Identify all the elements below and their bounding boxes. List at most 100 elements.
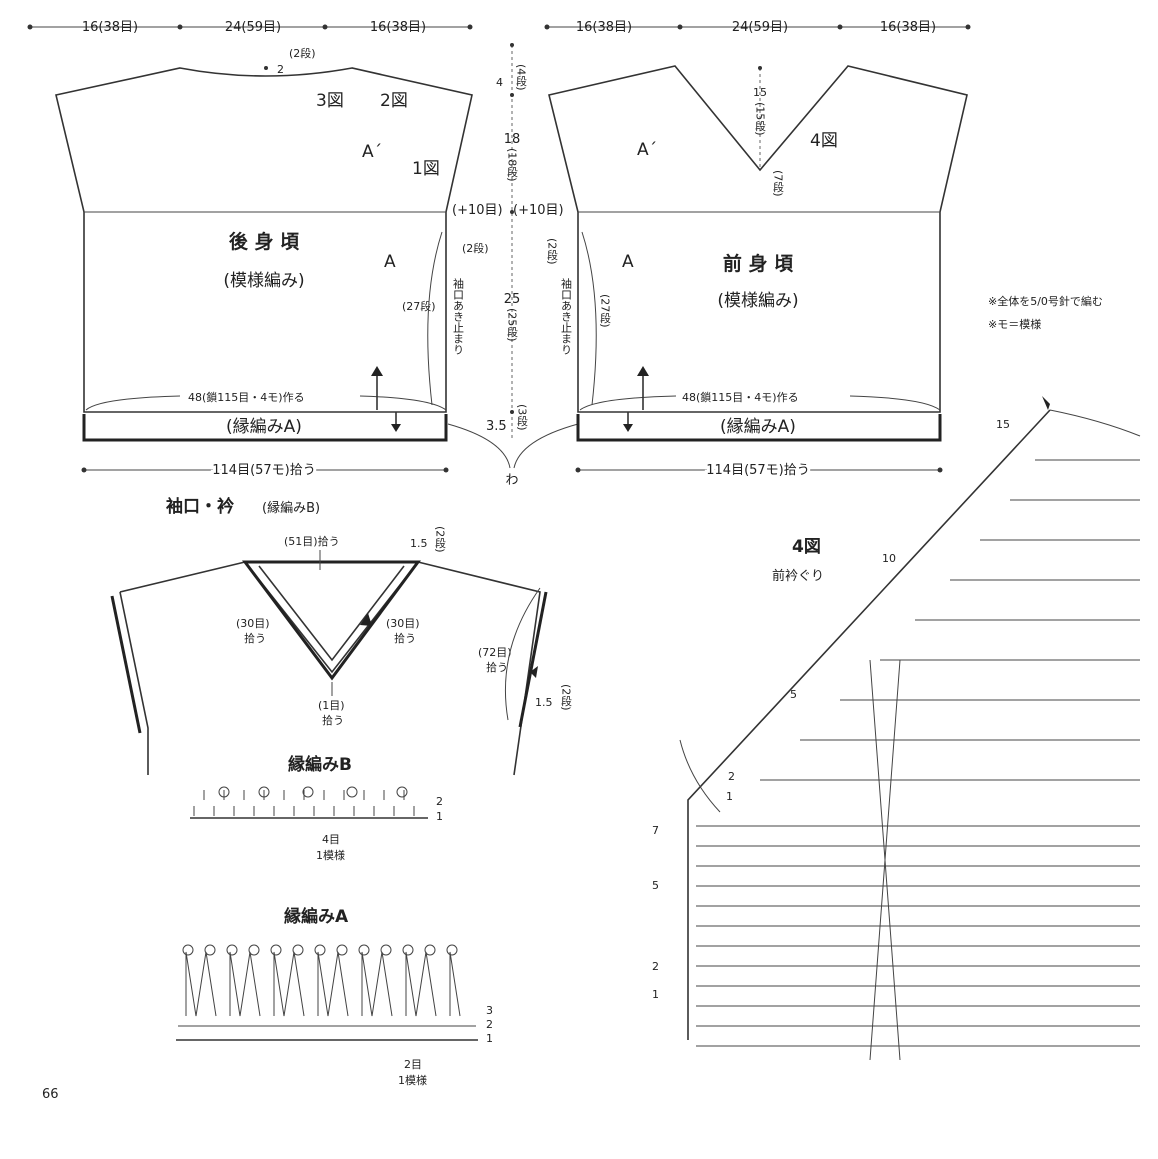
collar-band (242, 560, 421, 681)
fig4-row-7: 7 (652, 824, 659, 837)
center-dim-25-rows: (25段) (506, 308, 519, 342)
back-neck-depth: 2 (277, 63, 284, 76)
front-label-a: A (622, 252, 634, 272)
border-a-row-3: 3 (486, 1004, 493, 1017)
border-b-row-2: 2 (436, 795, 443, 808)
center-loop-arcs (447, 423, 579, 469)
cuff-width-1-5-b: 1.5 (535, 696, 553, 709)
cuff-collar-title: 袖口・衿 (166, 496, 234, 517)
front-foundation-label: 48(鎖115目・4モ)作る (682, 390, 799, 404)
back-dim-center: 24(59目) (225, 20, 281, 35)
front-fig4-label: 4図 (810, 131, 838, 151)
border-b-repeat: 4目 (322, 833, 340, 846)
fig4-row-5-lower: 5 (652, 879, 659, 892)
cuff-width-rows: (2段) (434, 526, 447, 553)
cuff-pick-30-left: (30目) (236, 617, 270, 630)
front-dim-right: 16(38目) (880, 20, 936, 35)
fig4-row-2-upper: 2 (728, 770, 735, 783)
cuff-width-rows-b: (2段) (560, 684, 573, 711)
collar-direction-arrow-icon (360, 613, 372, 626)
front-panel-outline (548, 65, 968, 413)
front-label-a-prime: A´ (637, 140, 657, 160)
left-cuff-band (110, 595, 142, 734)
center-dim-3-5-rows: (3段) (516, 404, 529, 431)
front-border-a (576, 414, 942, 442)
cuff-pick-72-b: 拾う (486, 660, 508, 674)
back-label-a-prime: A´ (362, 142, 382, 162)
back-side-rows-small: (2段) (462, 241, 489, 255)
cuff-pick-30-right: (30目) (386, 617, 420, 630)
fig4-row-5-upper: 5 (790, 688, 797, 701)
back-foundation-label: 48(鎖115目・4モ)作る (188, 390, 305, 404)
back-down-arrow-icon (391, 424, 401, 432)
back-dim-left: 16(38目) (82, 20, 138, 35)
center-dim-18: 18 (504, 132, 521, 147)
back-panel-subtitle: (模様編み) (223, 271, 304, 291)
cuff-pick-72: (72目) (478, 646, 512, 659)
back-up-arrow-icon (371, 366, 383, 376)
back-panel-title: 後 身 頃 (229, 230, 300, 253)
cuff-pick-51: (51目)拾う (284, 534, 340, 548)
note-hook-size: ※全体を5/0号針で編む (988, 294, 1103, 308)
back-border-a (82, 414, 448, 442)
fig4-row-2-lower: 2 (652, 960, 659, 973)
right-cuff-band (518, 591, 548, 728)
back-border-label: (縁編みA) (226, 417, 302, 437)
note-motif: ※モ＝模様 (988, 317, 1041, 331)
fig4-subtitle: 前衿ぐり (772, 568, 824, 584)
cuff-pick-30-left-b: 拾う (244, 631, 266, 645)
front-down-arrow-icon (623, 424, 633, 432)
front-dim-left: 16(38目) (576, 20, 632, 35)
back-fig3-label: 3図 (316, 91, 344, 111)
border-a-repeat-b: 1模様 (398, 1073, 427, 1087)
center-dim-25: 25 (504, 292, 521, 307)
front-pickup-label: 114目(57モ)拾う (706, 463, 810, 478)
fig4-stitch-grid (696, 459, 1140, 1061)
back-neck-rows: (2段) (289, 46, 316, 60)
cuff-pick-30-right-b: 拾う (394, 631, 416, 645)
front-v-bottom-rows: (7段) (772, 170, 785, 197)
cuff-collar-diagram: 袖口・衿 (縁編みB) (51目)拾う 1.5 (2段) (30目) 拾う (3… (110, 496, 573, 776)
back-dim-right: 16(38目) (370, 20, 426, 35)
border-b-chart: 縁編みB 2 1 4目 1模様 (190, 754, 443, 862)
back-panel: 16(38目) 24(59目) 16(38目) 2 (2段) 3図 2図 A´ … (27, 20, 503, 481)
center-dim-4-rows: (4段) (515, 64, 528, 91)
fig4-neckline-edge (687, 409, 1051, 1040)
border-a-repeat: 2目 (404, 1058, 422, 1071)
cuff-collar-subtitle: (縁編みB) (262, 500, 320, 516)
back-fig1-label: 1図 (412, 159, 440, 179)
fig4-row-1-upper: 1 (726, 790, 733, 803)
front-dim-center: 24(59目) (732, 20, 788, 35)
front-panel: 16(38目) 24(59目) 16(38目) 15 (15段) (7段) A´… (513, 20, 971, 481)
border-b-row-1: 1 (436, 810, 443, 823)
back-fig2-label: 2図 (380, 91, 408, 111)
fig4-row-15: 15 (996, 418, 1010, 431)
back-pickup-label: 114目(57モ)拾う (212, 463, 316, 478)
front-slit-arc (581, 231, 597, 406)
front-panel-title: 前 身 頃 (723, 252, 794, 275)
border-a-row-2: 2 (486, 1018, 493, 1031)
front-side-rows-small: (2段) (546, 238, 559, 265)
front-panel-subtitle: (模様編み) (717, 291, 798, 311)
garment-outline (119, 561, 541, 776)
border-a-loops (178, 944, 476, 1027)
border-b-title: 縁編みB (288, 754, 352, 775)
fig4-row-10: 10 (882, 552, 896, 565)
front-up-arrow-icon (637, 366, 649, 376)
back-side-rows-27: (27段) (402, 299, 436, 313)
front-slit-note: 袖口あき止まり (560, 277, 573, 355)
cuff-pick-1: (1目) (318, 699, 345, 712)
border-a-chart: 縁編みA 3 2 1 2目 1模様 (176, 906, 493, 1087)
page-number: 66 (42, 1087, 59, 1102)
center-dim-4: 4 (496, 76, 503, 89)
center-dimensions: 4 (4段) 18 (18段) 25 (25段) 3.5 (3段) わ (447, 43, 579, 488)
front-side-rows-27: (27段) (599, 294, 612, 328)
border-a-row-1: 1 (486, 1032, 493, 1045)
fig4-chart: 4図 前衿ぐり (652, 396, 1141, 1061)
back-side-plus: (+10目) (452, 203, 503, 218)
fig4-title: 4図 (792, 537, 821, 557)
border-a-title: 縁編みA (284, 906, 349, 927)
notes: ※全体を5/0号針で編む ※モ＝模様 (988, 294, 1103, 331)
